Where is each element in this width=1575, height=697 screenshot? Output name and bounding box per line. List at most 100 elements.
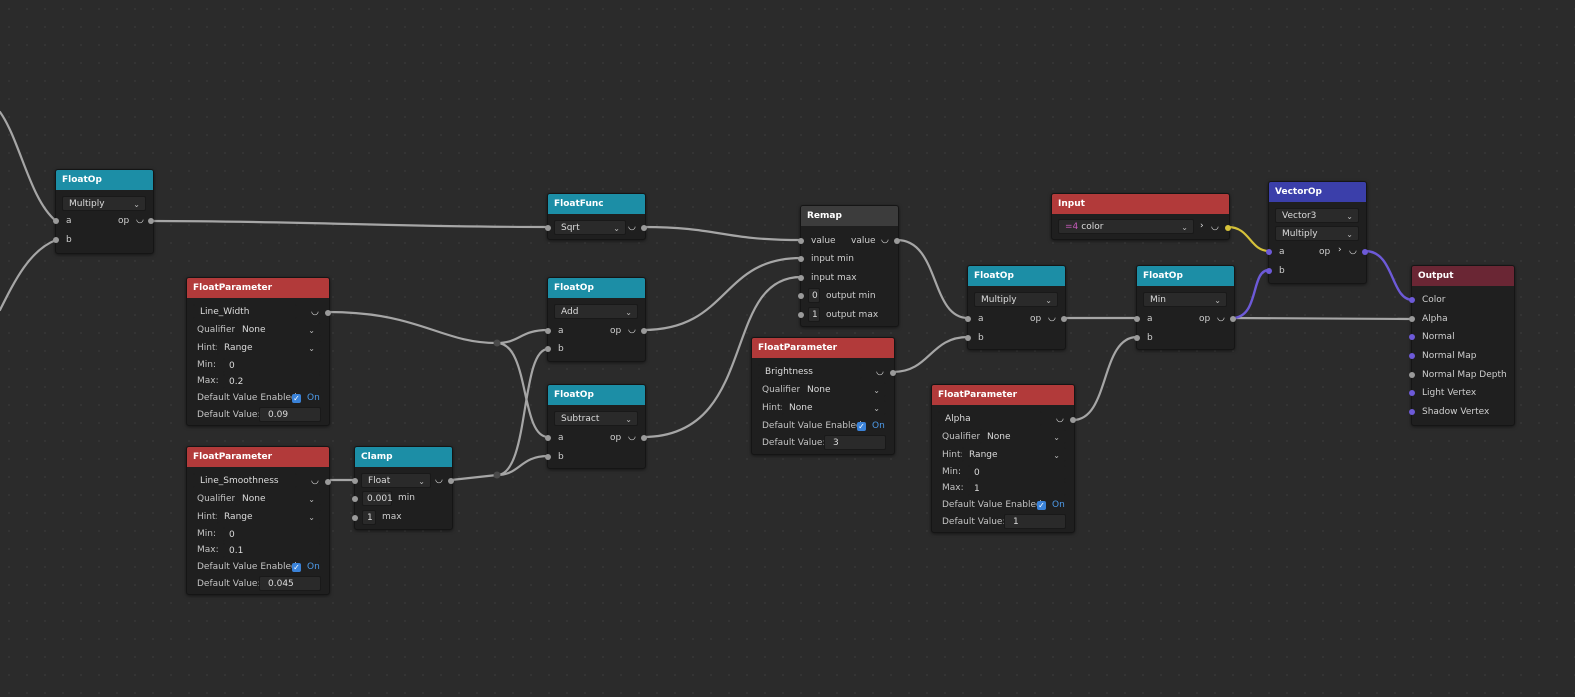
- input-port-b[interactable]: [1266, 268, 1272, 274]
- type-select[interactable]: Float⌄: [361, 473, 431, 488]
- hint-select[interactable]: Range⌄: [962, 447, 1066, 462]
- vector-type-select[interactable]: Vector3⌄: [1275, 208, 1359, 223]
- min-field[interactable]: 0: [223, 527, 321, 542]
- expand-icon[interactable]: ◡: [435, 475, 443, 485]
- input-port-output-max[interactable]: [798, 312, 804, 318]
- input-port-a[interactable]: [965, 316, 971, 322]
- expand-icon[interactable]: ◡: [1048, 313, 1056, 323]
- default-value-field[interactable]: 0.09: [259, 407, 321, 422]
- expand-icon[interactable]: ◡: [1211, 222, 1219, 232]
- func-select[interactable]: Sqrt⌄: [554, 220, 626, 235]
- output-max-field[interactable]: 1: [808, 307, 820, 322]
- default-value-field[interactable]: 3: [824, 435, 886, 450]
- floatop-add-node[interactable]: FloatOp Add⌄ a op ◡ b: [545, 277, 647, 362]
- floatfunc-node[interactable]: FloatFunc Sqrt⌄ ◡: [545, 193, 647, 240]
- output-port[interactable]: [1225, 225, 1231, 231]
- expand-icon[interactable]: ◡: [881, 235, 889, 245]
- floatop-min-node[interactable]: FloatOp Min⌄ a op ◡ b: [1134, 265, 1236, 350]
- hint-select[interactable]: None⌄: [782, 400, 886, 415]
- expand-icon[interactable]: ◡: [1217, 313, 1225, 323]
- remap-node[interactable]: Remap value value ◡ input min input max …: [798, 205, 900, 327]
- expand-icon[interactable]: ◡: [311, 307, 319, 317]
- float-parameter-node[interactable]: FloatParameter Line_Smoothness ◡ Qualifi…: [186, 446, 331, 595]
- expand-icon[interactable]: ◡: [628, 432, 636, 442]
- output-port[interactable]: [890, 370, 896, 376]
- expand-icon[interactable]: ◡: [628, 325, 636, 335]
- input-port-b[interactable]: [545, 454, 551, 460]
- input-port-a[interactable]: [545, 435, 551, 441]
- input-port-b[interactable]: [965, 335, 971, 341]
- output-port-op[interactable]: [641, 435, 647, 441]
- op-select[interactable]: Multiply⌄: [62, 196, 146, 211]
- input-port-b[interactable]: [545, 346, 551, 352]
- float-parameter-node[interactable]: FloatParameter Line_Width ◡ Qualifier: N…: [186, 277, 331, 426]
- qualifier-select[interactable]: None⌄: [800, 382, 886, 397]
- max-field[interactable]: 1: [968, 481, 1066, 496]
- input-port-output-min[interactable]: [798, 293, 804, 299]
- default-enabled-checkbox[interactable]: ✓: [292, 563, 301, 572]
- expand-icon[interactable]: ◡: [1056, 414, 1064, 424]
- input-port-normal[interactable]: [1409, 334, 1415, 340]
- output-port-value[interactable]: [894, 238, 900, 244]
- output-port-op[interactable]: [1362, 249, 1368, 255]
- input-port[interactable]: [352, 478, 358, 484]
- qualifier-select[interactable]: None⌄: [980, 429, 1066, 444]
- input-port[interactable]: [545, 225, 551, 231]
- op-select[interactable]: Multiply⌄: [974, 292, 1058, 307]
- input-port-light-vertex[interactable]: [1409, 390, 1415, 396]
- max-field[interactable]: 0.1: [223, 543, 321, 558]
- parameter-name-field[interactable]: Line_Width: [193, 304, 297, 319]
- chevron-right-icon[interactable]: ›: [1338, 245, 1342, 255]
- input-port-max[interactable]: [352, 515, 358, 521]
- output-port[interactable]: [1070, 417, 1076, 423]
- input-port-alpha[interactable]: [1409, 316, 1415, 322]
- input-port-color[interactable]: [1409, 297, 1415, 303]
- output-port-op[interactable]: [1061, 316, 1067, 322]
- input-port-a[interactable]: [53, 218, 59, 224]
- float-parameter-node[interactable]: FloatParameter Alpha ◡ Qualifier: None⌄ …: [931, 384, 1076, 533]
- max-field[interactable]: 1: [362, 510, 376, 525]
- output-node[interactable]: Output Color Alpha Normal Normal Map Nor…: [1409, 265, 1515, 426]
- input-port-value[interactable]: [798, 238, 804, 244]
- qualifier-select[interactable]: None⌄: [235, 491, 321, 506]
- max-field[interactable]: 0.2: [223, 374, 321, 389]
- clamp-node[interactable]: Clamp Float⌄ ◡ 0.001 min 1 max: [352, 446, 454, 530]
- op-select[interactable]: Subtract⌄: [554, 411, 638, 426]
- input-port-a[interactable]: [545, 328, 551, 334]
- min-field[interactable]: 0: [968, 465, 1066, 480]
- input-port-normal-map[interactable]: [1409, 353, 1415, 359]
- default-value-field[interactable]: 1: [1004, 514, 1066, 529]
- input-port-a[interactable]: [1134, 316, 1140, 322]
- hint-select[interactable]: Range⌄: [217, 340, 321, 355]
- input-port-a[interactable]: [1266, 249, 1272, 255]
- input-port-min[interactable]: [352, 496, 358, 502]
- output-port-op[interactable]: [148, 218, 154, 224]
- default-value-field[interactable]: 0.045: [259, 576, 321, 591]
- output-port[interactable]: [641, 225, 647, 231]
- expand-icon[interactable]: ◡: [1349, 246, 1357, 256]
- output-min-field[interactable]: 0: [808, 288, 820, 303]
- output-port-op[interactable]: [641, 328, 647, 334]
- op-select[interactable]: Add⌄: [554, 304, 638, 319]
- floatop-subtract-node[interactable]: FloatOp Subtract⌄ a op ◡ b: [545, 384, 647, 469]
- default-enabled-checkbox[interactable]: ✓: [292, 394, 301, 403]
- hint-select[interactable]: Range⌄: [217, 509, 321, 524]
- input-port-normal-map-depth[interactable]: [1409, 372, 1415, 378]
- floatop-node[interactable]: FloatOp Multiply⌄ a op ◡ b: [53, 169, 154, 254]
- floatop-multiply-node[interactable]: FloatOp Multiply⌄ a op ◡ b: [965, 265, 1067, 350]
- float-parameter-node[interactable]: FloatParameter Brightness ◡ Qualifier: N…: [751, 337, 896, 455]
- min-field[interactable]: 0.001: [362, 491, 393, 506]
- op-select[interactable]: Multiply⌄: [1275, 226, 1359, 241]
- expand-icon[interactable]: ◡: [136, 215, 144, 225]
- input-port-b[interactable]: [53, 237, 59, 243]
- default-enabled-checkbox[interactable]: ✓: [857, 422, 866, 431]
- vectorop-node[interactable]: VectorOp Vector3⌄ Multiply⌄ a op › ◡ b: [1266, 181, 1368, 284]
- parameter-name-field[interactable]: Line_Smoothness: [193, 473, 297, 488]
- min-field[interactable]: 0: [223, 358, 321, 373]
- chevron-right-icon[interactable]: ›: [1200, 221, 1204, 231]
- expand-icon[interactable]: ◡: [311, 476, 319, 486]
- input-port-shadow-vertex[interactable]: [1409, 409, 1415, 415]
- output-port[interactable]: [448, 478, 454, 484]
